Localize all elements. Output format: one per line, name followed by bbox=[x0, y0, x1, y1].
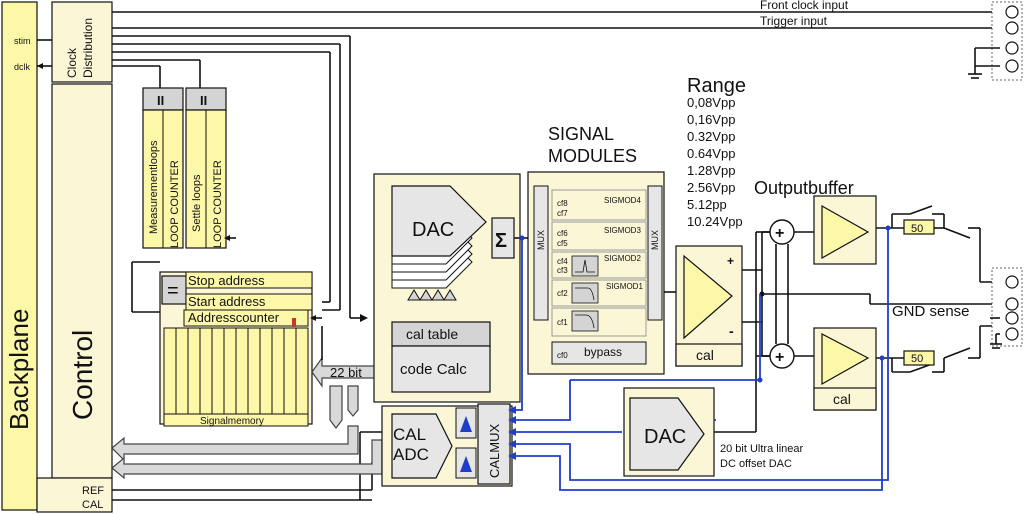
signal-modules-title-2: MODULES bbox=[548, 146, 637, 166]
output-amp-cal-label: cal bbox=[833, 391, 851, 407]
output-buffer: Outputbuffer + + cal 50 bbox=[754, 178, 1000, 411]
backplane-label: Backplane bbox=[4, 309, 34, 430]
clock-dist-line2: Distribution bbox=[81, 18, 95, 78]
bus-width-label: 22 bit bbox=[330, 365, 362, 380]
cf5-label: cf5 bbox=[557, 239, 568, 248]
signal-modules: SIGNAL MODULES MUX MUX SIGMOD4 cf8 cf7 S… bbox=[527, 124, 665, 375]
ref-label: REF bbox=[82, 485, 104, 497]
cf8-label: cf8 bbox=[557, 199, 568, 208]
cal-adc-block: CAL ADC CALMUX bbox=[381, 403, 513, 487]
control-bus bbox=[111, 425, 383, 480]
parallel-register-2: II bbox=[200, 93, 207, 108]
cal-adc-line1: CAL bbox=[393, 425, 426, 444]
bandpass-filter-icon bbox=[571, 255, 599, 277]
cf2-label: cf2 bbox=[557, 289, 568, 298]
stim-label: stim bbox=[14, 36, 31, 46]
relay-50-top: 50 bbox=[911, 223, 923, 235]
dclk-label: dclk bbox=[14, 62, 31, 72]
range-value: 0.32Vpp bbox=[687, 129, 735, 144]
signal-modules-title-1: SIGNAL bbox=[548, 124, 614, 144]
calmux-label: CALMUX bbox=[487, 423, 502, 478]
control-label: Control bbox=[67, 330, 98, 420]
cal-table-label: cal table bbox=[406, 326, 458, 342]
range-title: Range bbox=[687, 75, 746, 97]
stop-address-label: Stop address bbox=[188, 273, 265, 288]
range-value: 0,16Vpp bbox=[687, 112, 735, 127]
range-value: 0.64Vpp bbox=[687, 146, 735, 161]
front-clock-label: Front clock input bbox=[760, 0, 849, 12]
offset-dac-block: DAC 20 bit Ultra linear DC offset DAC bbox=[623, 231, 803, 477]
cf3-label: cf3 bbox=[557, 266, 568, 275]
cal-label: CAL bbox=[82, 499, 103, 511]
code-calc-label: code Calc bbox=[400, 361, 467, 378]
relay-50-bottom: 50 bbox=[911, 353, 923, 365]
adder-plus-top: + bbox=[775, 225, 784, 242]
range-value: 0,08Vpp bbox=[687, 95, 735, 110]
summation-symbol: Σ bbox=[495, 230, 507, 252]
bypass-label: bypass bbox=[584, 345, 622, 359]
measurementloops-label: Measurementloops bbox=[148, 140, 160, 234]
adder-plus-bottom: + bbox=[775, 349, 784, 366]
cf7-label: cf7 bbox=[557, 209, 568, 218]
loop-counter-label-2: LOOP COUNTER bbox=[212, 160, 224, 248]
lowpass-filter-icon-1 bbox=[571, 282, 599, 304]
sigmod2-label: SIGMOD2 bbox=[604, 254, 641, 263]
range-value: 10.24Vpp bbox=[687, 214, 743, 229]
input-connector bbox=[968, 1, 1023, 81]
address-counter-label: Addresscounter bbox=[188, 310, 280, 325]
sigmod1-label: SIGMOD1 bbox=[606, 282, 643, 291]
range-value: 2.56Vpp bbox=[687, 180, 735, 195]
parallel-register-1: II bbox=[157, 93, 164, 108]
equals-comparator: = bbox=[167, 280, 179, 302]
cf6-label: cf6 bbox=[557, 229, 568, 238]
range-amp-cal-label: cal bbox=[696, 347, 714, 363]
cf0-label: cf0 bbox=[557, 351, 568, 360]
clock-dist-line1: Clock bbox=[65, 47, 79, 78]
range-value: 1.28Vpp bbox=[687, 163, 735, 178]
control-block: Control bbox=[51, 83, 113, 479]
trigger-label: Trigger input bbox=[760, 14, 828, 28]
dac-block: DAC Σ cal table code Calc bbox=[373, 173, 530, 403]
range-amplifier: + - cal bbox=[664, 231, 870, 367]
start-address-label: Start address bbox=[188, 294, 266, 309]
calibration-feedback-wires bbox=[508, 228, 889, 491]
cf4-label: cf4 bbox=[557, 257, 568, 266]
address-pointer-marker bbox=[292, 318, 296, 327]
signal-memory-block: = Stop address Start address Addresscoun… bbox=[131, 261, 322, 427]
amp-plus-label: + bbox=[727, 254, 734, 268]
dac-inputs bbox=[407, 289, 457, 301]
dac-main-label: DAC bbox=[412, 219, 454, 241]
loop-counter-label-1: LOOP COUNTER bbox=[169, 160, 181, 248]
lowpass-filter-icon-2 bbox=[571, 310, 599, 332]
offset-dac-desc-1: 20 bit Ultra linear bbox=[720, 443, 803, 455]
sigmod4-label: SIGMOD4 bbox=[604, 196, 641, 205]
loop-counter-measurement: II Measurementloops LOOP COUNTER bbox=[142, 87, 184, 249]
loop-counter-settle: II Settle loops LOOP COUNTER bbox=[185, 87, 227, 249]
output-buffer-title: Outputbuffer bbox=[754, 178, 854, 198]
range-value: 5.12pp bbox=[687, 197, 727, 212]
output-connector bbox=[990, 267, 1023, 349]
mux-out-label: MUX bbox=[650, 230, 660, 250]
signal-memory-label: Signalmemory bbox=[200, 416, 264, 427]
offset-dac-label: DAC bbox=[644, 426, 686, 448]
sigmod3-label: SIGMOD3 bbox=[604, 226, 641, 235]
cal-adc-line2: ADC bbox=[393, 445, 429, 464]
settle-loops-label: Settle loops bbox=[191, 174, 203, 232]
cf1-label: cf1 bbox=[557, 318, 568, 327]
clock-distribution: Clock Distribution bbox=[51, 1, 113, 83]
backplane: Backplane stim dclk bbox=[1, 1, 58, 511]
memory-cells bbox=[175, 328, 297, 414]
gnd-sense-label: GND sense bbox=[892, 303, 970, 320]
input-lines: Front clock input Trigger input bbox=[112, 0, 1000, 67]
offset-dac-desc-2: DC offset DAC bbox=[720, 458, 792, 470]
mux-in-label: MUX bbox=[536, 230, 546, 250]
range-list: Range 0,08Vpp 0,16Vpp 0.32Vpp 0.64Vpp 1.… bbox=[687, 75, 746, 229]
amp-minus-label: - bbox=[729, 323, 734, 339]
